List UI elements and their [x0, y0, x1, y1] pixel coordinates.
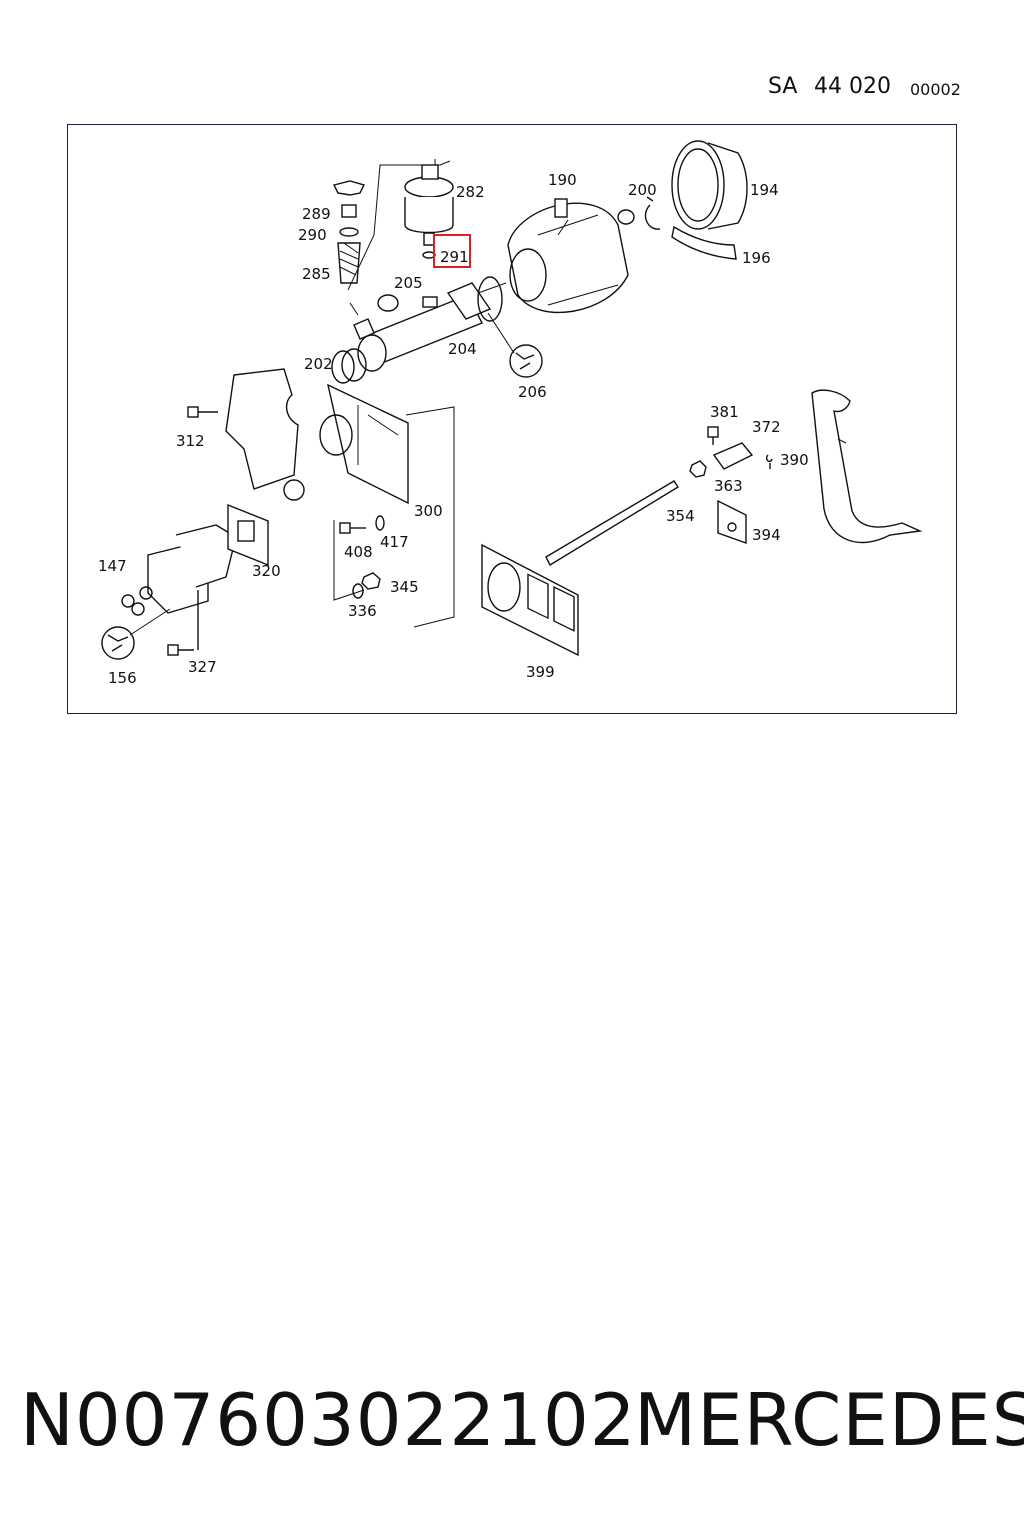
- bolt-408-part: [339, 522, 366, 534]
- nut-345-part: [361, 572, 381, 590]
- part-footer: N007603022102 MERCEDES: [20, 1378, 1024, 1468]
- diagram-drawing: 282 289 290 285 291 190 200 194 196 205 …: [98, 140, 923, 687]
- callout-291: 291: [440, 248, 469, 266]
- gasket-399-part: [481, 543, 579, 657]
- master-cylinder-part: [341, 282, 492, 382]
- retaining-ring-200-part: [644, 196, 661, 230]
- boot-194-part: [671, 140, 748, 230]
- exploded-parts-diagram: 282 289 290 285 291 190 200 194 196 205 …: [67, 124, 957, 714]
- callout-290: 290: [298, 226, 327, 244]
- gasket-320-part: [227, 503, 269, 567]
- part-number: N007603022102: [20, 1378, 637, 1462]
- strap-196-part: [671, 225, 737, 260]
- sheet-group-number: 44 020: [814, 74, 891, 99]
- callout-363: 363: [714, 477, 743, 495]
- callout-381: 381: [710, 403, 739, 421]
- brand-name: MERCEDES: [634, 1378, 1024, 1462]
- push-rod-354-part: [545, 480, 679, 566]
- callout-205: 205: [394, 274, 423, 292]
- callout-156: 156: [108, 669, 137, 687]
- sheet-page-number: 00002: [910, 80, 961, 99]
- bracket-leader-lines: [333, 406, 455, 628]
- mounting-bracket-part: [225, 368, 409, 505]
- callout-390: 390: [780, 451, 809, 469]
- reservoir-282-part: [404, 164, 454, 259]
- callout-190: 190: [548, 171, 577, 189]
- clip-390-part: [765, 454, 773, 469]
- sheet-sa-label: SA: [768, 74, 798, 99]
- clevis-372-part: [712, 442, 754, 470]
- washer-417-part: [375, 515, 385, 531]
- callout-200: 200: [628, 181, 657, 199]
- callout-336: 336: [348, 602, 377, 620]
- brake-pedal-part: [811, 389, 923, 544]
- callout-354: 354: [666, 507, 695, 525]
- callout-289: 289: [302, 205, 331, 223]
- callout-320: 320: [252, 562, 281, 580]
- callout-196: 196: [742, 249, 771, 267]
- callout-285: 285: [302, 265, 331, 283]
- callout-300: 300: [414, 502, 443, 520]
- callout-327: 327: [188, 658, 217, 676]
- washer-336-part: [352, 583, 364, 599]
- callout-408: 408: [344, 543, 373, 561]
- callout-202: 202: [304, 355, 333, 373]
- brake-booster-190-part: [477, 198, 635, 314]
- flange-204-part: [477, 276, 503, 322]
- callout-204: 204: [448, 340, 477, 358]
- bolt-381-part: [707, 426, 719, 445]
- nut-363-part: [689, 460, 707, 478]
- callout-206: 206: [518, 383, 547, 401]
- callout-147: 147: [98, 557, 127, 575]
- callout-282: 282: [456, 183, 485, 201]
- callout-312: 312: [176, 432, 205, 450]
- reservoir-bracket-line: [347, 159, 451, 291]
- seal-ring-202-part: [331, 350, 355, 384]
- callout-394: 394: [752, 526, 781, 544]
- callout-399: 399: [526, 663, 555, 681]
- highlight-box-291: [433, 234, 471, 268]
- callout-345: 345: [390, 578, 419, 596]
- callout-labels: 282 289 290 285 291 190 200 194 196 205 …: [98, 171, 809, 687]
- callout-372: 372: [752, 418, 781, 436]
- stop-394-part: [717, 499, 747, 544]
- callout-194: 194: [750, 181, 779, 199]
- sheet-header: SA 44 020 00002: [0, 74, 1024, 104]
- callout-417: 417: [380, 533, 409, 551]
- wrench-156-part: [101, 608, 171, 660]
- bolt-312-part: [187, 406, 218, 418]
- reservoir-cap-part: [332, 180, 366, 284]
- valve-147-part: [121, 524, 237, 616]
- bolt-327-part: [167, 590, 199, 656]
- wrench-206-part: [487, 312, 543, 378]
